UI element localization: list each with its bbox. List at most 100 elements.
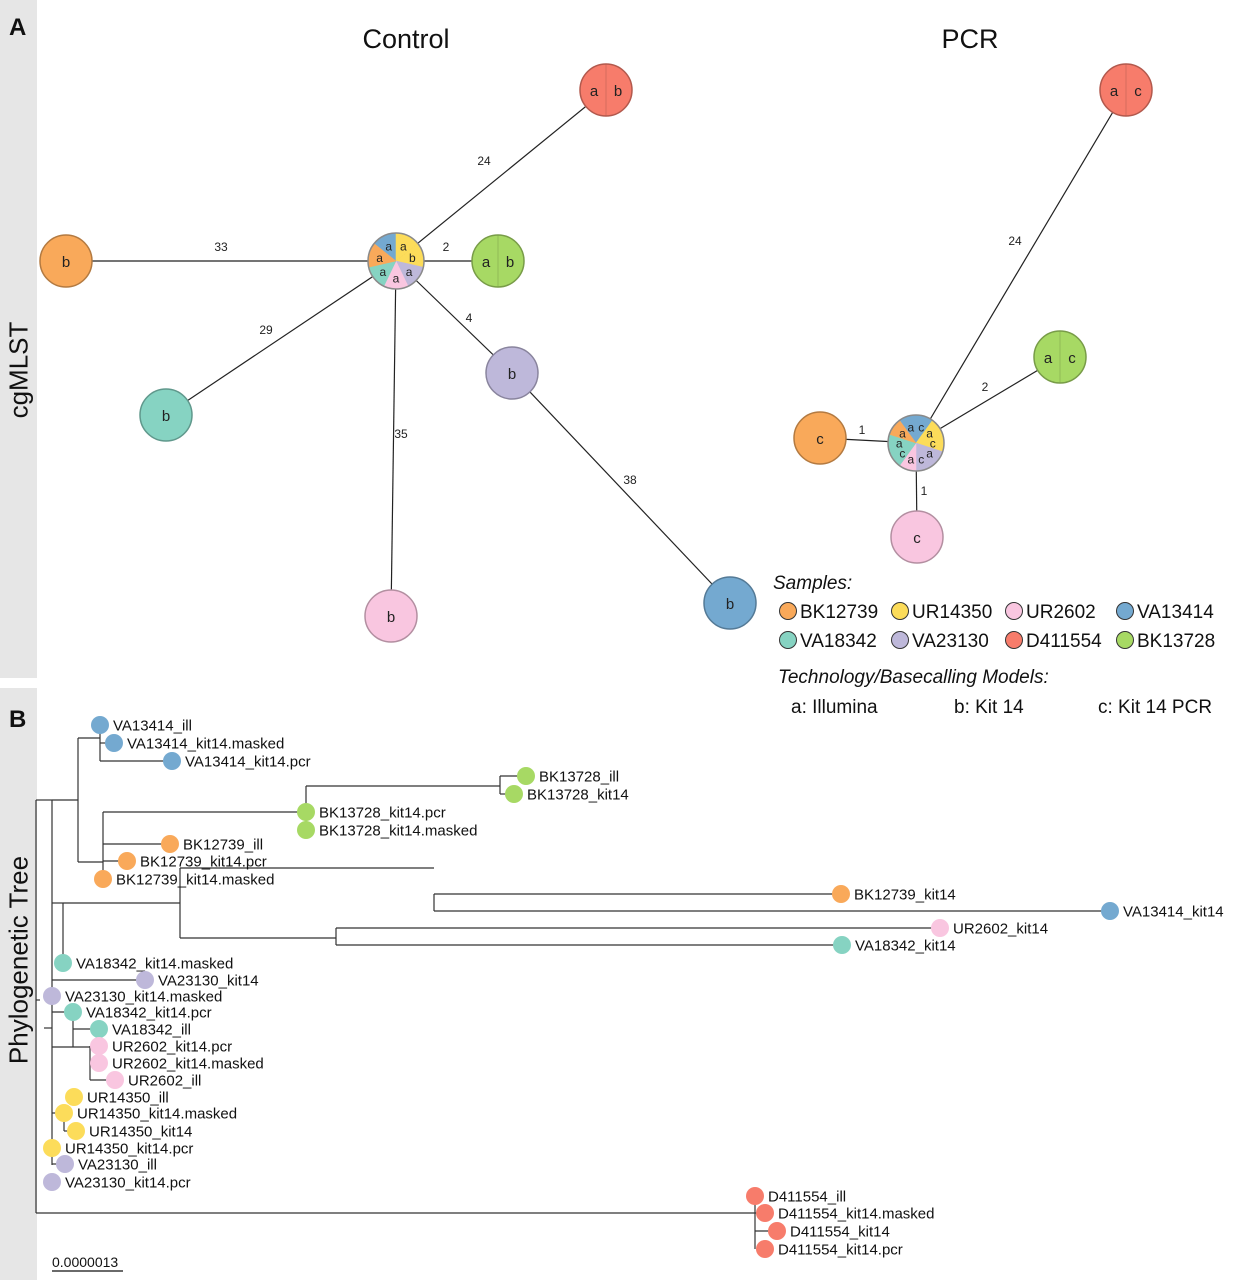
- pie-slice-label: b: [409, 251, 416, 265]
- leaf-dot-d411554: [768, 1222, 786, 1240]
- legend-label: VA13414: [1137, 602, 1214, 623]
- edge: [395, 89, 607, 262]
- tree-leaf: VA13414_kit14: [1101, 902, 1224, 921]
- pie-slice-label: a: [907, 452, 914, 466]
- leaf-dot-bk12739: [94, 870, 112, 888]
- leaf-label: VA23130_ill: [78, 1157, 157, 1174]
- network-title: PCR: [941, 24, 998, 54]
- edge: [511, 372, 731, 604]
- leaf-label: VA18342_kit14: [855, 938, 956, 955]
- leaf-dot-bk12739: [118, 852, 136, 870]
- legend-swatch: [779, 602, 797, 620]
- tree-leaf: D411554_kit14: [768, 1222, 890, 1241]
- leaf-label: BK12739_ill: [183, 837, 263, 854]
- leaf-dot-bk12739: [161, 835, 179, 853]
- edge: [915, 89, 1127, 444]
- tree-leaf: VA23130_kit14.masked: [43, 987, 222, 1006]
- tree-leaf: BK12739_ill: [161, 835, 263, 854]
- tree-leaf: VA18342_ill: [90, 1020, 191, 1039]
- legend-label: BK12739: [800, 602, 878, 623]
- leaf-label: D411554_ill: [768, 1189, 846, 1206]
- legend-tech-a: a: Illumina: [791, 697, 878, 718]
- tree-leaf: VA18342_kit14.pcr: [64, 1003, 212, 1022]
- tree-leaf: BK12739_kit14.masked: [94, 870, 274, 889]
- node-bk12739: b: [39, 234, 93, 288]
- legend-item-ur2602: UR2602: [1005, 602, 1096, 623]
- edge: [390, 260, 397, 617]
- pie-slice-label: c: [899, 446, 905, 460]
- pie-slice-label: a: [926, 427, 933, 441]
- leaf-dot-bk13728: [297, 803, 315, 821]
- node-label: c: [913, 530, 921, 547]
- node-circle-VA18342: [139, 388, 193, 442]
- legend-swatch: [1116, 631, 1134, 649]
- edge-distance-label: 1: [921, 484, 928, 498]
- leaf-dot-va18342: [90, 1020, 108, 1038]
- leaf-label: UR2602_kit14.pcr: [112, 1039, 232, 1056]
- leaf-label: UR14350_kit14.masked: [77, 1106, 237, 1123]
- node-circle-BK12739: [793, 411, 847, 465]
- leaf-dot-ur14350: [65, 1088, 83, 1106]
- pie-slice-label: a: [393, 271, 400, 285]
- tree-leaf: UR14350_kit14.masked: [55, 1104, 237, 1123]
- panel-b-letter: B: [9, 706, 27, 733]
- node-label: c: [1068, 350, 1076, 367]
- legend-swatch: [779, 631, 797, 649]
- legend-label: UR14350: [912, 602, 992, 623]
- node-label: b: [162, 408, 170, 425]
- pie-slice-label: c: [918, 421, 924, 435]
- node-va13414: b: [703, 576, 757, 630]
- leaf-label: VA13414_kit14: [1123, 904, 1224, 921]
- legend-label: BK13728: [1137, 631, 1215, 652]
- leaf-label: D411554_kit14.masked: [778, 1206, 935, 1223]
- node-label: b: [726, 596, 734, 613]
- legend-label: UR2602: [1026, 602, 1096, 623]
- leaf-dot-ur14350: [55, 1104, 73, 1122]
- tree-leaf: VA18342_kit14.masked: [54, 954, 233, 973]
- node-circle-VA13414: [703, 576, 757, 630]
- tree-leaf: D411554_kit14.pcr: [756, 1240, 903, 1259]
- leaf-label: UR14350_kit14: [89, 1124, 192, 1141]
- leaf-label: BK12739_kit14: [854, 887, 956, 904]
- tree-leaf: VA23130_ill: [56, 1155, 157, 1174]
- pie-slice-label: c: [918, 452, 924, 466]
- edge-distance-label: 2: [443, 240, 450, 254]
- leaf-dot-ur2602: [90, 1054, 108, 1072]
- node-label: a: [1044, 350, 1053, 367]
- edge-distance-label: 35: [394, 427, 408, 441]
- leaf-dot-va23130: [43, 1173, 61, 1191]
- legend-tech-b: b: Kit 14: [954, 697, 1024, 718]
- pie-slice-label: a: [400, 239, 407, 253]
- node-bk12739: c: [793, 411, 847, 465]
- node-label: c: [1134, 83, 1142, 100]
- tree-leaf: BK12739_kit14.pcr: [118, 852, 267, 871]
- leaf-label: BK13728_kit14: [527, 787, 629, 804]
- leaf-dot-va18342: [54, 954, 72, 972]
- pie-slice-label: a: [376, 251, 383, 265]
- edge-distance-label: 24: [1008, 234, 1022, 248]
- legend-label: VA23130: [912, 631, 989, 652]
- leaf-dot-va18342: [64, 1003, 82, 1021]
- tree-leaf: VA13414_kit14.masked: [105, 734, 284, 753]
- leaf-label: VA13414_kit14.pcr: [185, 754, 311, 771]
- network-title: Control: [362, 24, 449, 54]
- tree-leaf: VA13414_kit14.pcr: [163, 752, 311, 771]
- node-va18342: b: [139, 388, 193, 442]
- tree-leaf: VA23130_kit14.pcr: [43, 1173, 191, 1192]
- panel-a-strip: [0, 0, 37, 678]
- leaf-dot-ur14350: [43, 1139, 61, 1157]
- leaf-label: BK13728_kit14.pcr: [319, 805, 446, 822]
- tree-leaf: VA23130_kit14: [136, 971, 259, 990]
- pie-slice-label: a: [907, 421, 914, 435]
- leaf-dot-d411554: [746, 1187, 764, 1205]
- edge-distance-label: 4: [466, 311, 473, 325]
- leaf-label: BK12739_kit14.masked: [116, 872, 274, 889]
- leaf-dot-ur2602: [931, 919, 949, 937]
- scale-bar-label: 0.0000013: [52, 1254, 118, 1270]
